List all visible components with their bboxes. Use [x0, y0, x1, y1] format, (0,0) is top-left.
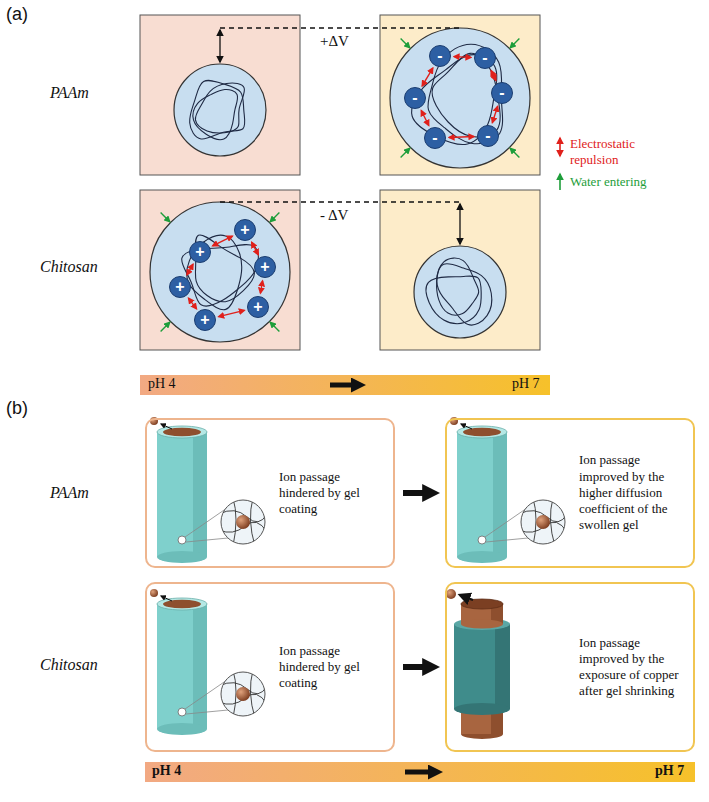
volume-change: - ΔV — [318, 207, 350, 224]
flow-arrow — [403, 490, 433, 496]
row-label: PAAm — [50, 484, 89, 502]
repulsion-arrow — [422, 68, 433, 86]
polymer-chain — [190, 80, 245, 139]
node-text: - — [475, 48, 495, 67]
node-text: + — [195, 310, 215, 329]
charge-circle: - — [424, 127, 446, 149]
polymer-chain — [437, 258, 479, 315]
charge-circle: - — [491, 82, 513, 104]
legend-entry: Electrostatic repulsion — [570, 136, 670, 167]
charge-circle: + — [247, 296, 269, 318]
repulsion-arrow — [492, 106, 497, 122]
node-text: - — [492, 83, 512, 102]
water-arrow — [161, 213, 170, 222]
node-text: + — [248, 297, 268, 316]
charge-circle: + — [169, 276, 191, 298]
charge-circle: - — [429, 45, 451, 67]
node-text: Ion passage hindered by gel coating — [279, 469, 383, 518]
polymer-chain — [193, 89, 238, 139]
charge-circle: - — [474, 47, 496, 69]
repulsion-arrow — [454, 56, 471, 58]
node-text: Ion passage hindered by gel coating — [279, 643, 383, 692]
water-arrow — [161, 322, 170, 331]
repulsion-arrow — [449, 136, 474, 138]
polymer-chain — [426, 276, 481, 324]
node-text: Ion passage improved by the higher diffu… — [579, 452, 683, 533]
ph-value: pH 4 — [152, 763, 181, 779]
legend-text: Water entering — [570, 174, 647, 189]
water-arrow — [401, 39, 410, 48]
volume-change: +ΔV — [318, 33, 351, 50]
node-text: - — [430, 46, 450, 65]
node-text: - — [478, 126, 498, 145]
row-label: Chitosan — [40, 656, 98, 674]
repulsion-arrow — [421, 111, 428, 126]
legend-text: Electrostatic repulsion — [570, 136, 635, 167]
repulsion-arrow — [188, 298, 196, 309]
charge-circle: + — [254, 256, 276, 278]
water-arrow — [270, 213, 279, 222]
water-arrow — [510, 148, 519, 157]
node-text: Ion passage improved by the exposure of … — [579, 635, 683, 700]
charge-circle: + — [194, 309, 216, 331]
node-text: + — [235, 220, 255, 239]
repulsion-arrow — [187, 264, 193, 275]
ph-value: pH 4 — [148, 376, 176, 392]
charge-circle: - — [477, 125, 499, 147]
repulsion-arrow — [213, 236, 233, 246]
water-arrow — [401, 148, 410, 157]
panel-label: (a) — [6, 4, 28, 25]
repulsion-arrow — [260, 281, 262, 293]
node-text: - — [425, 128, 445, 147]
water-arrow — [510, 39, 519, 48]
panel-label: (b) — [6, 398, 28, 419]
node-text: + — [190, 242, 210, 261]
polymer-chain — [437, 264, 492, 325]
node-text: + — [170, 277, 190, 296]
charge-circle: + — [234, 219, 256, 241]
charge-circle: - — [404, 87, 426, 109]
node-text: + — [255, 257, 275, 276]
row-label: PAAm — [50, 84, 89, 102]
repulsion-arrow — [491, 71, 496, 81]
flow-arrow — [403, 664, 433, 670]
process-box: Ion passage hindered by gel coating — [145, 418, 395, 568]
repulsion-arrow — [252, 242, 259, 254]
ph-value: pH 7 — [512, 376, 540, 392]
node-text: - — [405, 88, 425, 107]
process-box: Ion passage improved by the exposure of … — [445, 582, 695, 752]
row-label: Chitosan — [40, 258, 98, 276]
process-box: Ion passage improved by the higher diffu… — [445, 418, 695, 568]
charge-circle: + — [189, 241, 211, 263]
repulsion-arrow — [219, 310, 245, 316]
process-box: Ion passage hindered by gel coating — [145, 582, 395, 752]
water-arrow — [270, 322, 279, 331]
legend-entry: Water entering — [570, 174, 670, 190]
ph-value: pH 7 — [655, 763, 684, 779]
